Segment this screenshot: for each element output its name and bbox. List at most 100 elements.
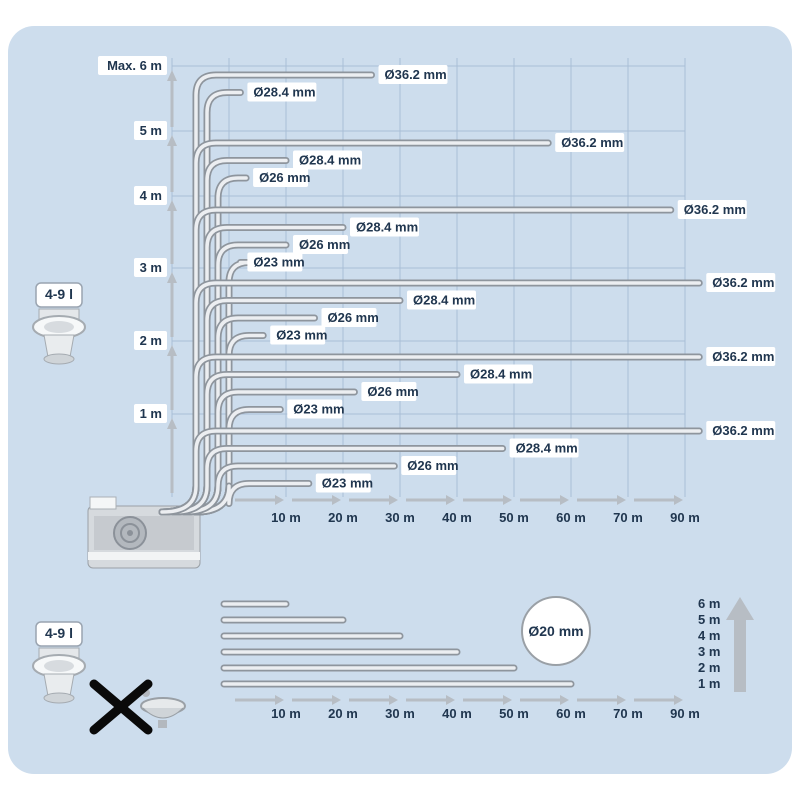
pipe-highlight xyxy=(182,464,397,514)
x-tick-label: 40 m xyxy=(442,706,472,721)
distance-right-arrow-head xyxy=(446,495,455,505)
y-tick-label: 1 m xyxy=(140,406,162,421)
label-chip xyxy=(706,347,776,366)
label-chip xyxy=(378,65,448,84)
cross-out-mark xyxy=(89,679,153,735)
label-chip xyxy=(315,473,371,493)
distance-right-arrow-head xyxy=(674,695,683,705)
distance-right-arrow-head xyxy=(503,495,512,505)
height-label-right: 6 m xyxy=(698,596,720,611)
sink-drain xyxy=(158,720,167,728)
lift-up-arrow-head xyxy=(167,70,177,81)
pump-vent-ring xyxy=(120,523,140,543)
label-chip xyxy=(98,56,167,75)
x-tick-label: 60 m xyxy=(556,510,586,525)
y-tick-label: 4 m xyxy=(140,188,162,203)
x-tick-label: 10 m xyxy=(271,706,301,721)
distance-right-arrow-head xyxy=(332,695,341,705)
label-chip xyxy=(677,200,747,219)
x-tick-label: 50 m xyxy=(499,510,529,525)
distance-right-arrow-head xyxy=(275,695,284,705)
y-tick-label: 5 m xyxy=(140,123,162,138)
height-label-right: 5 m xyxy=(698,612,720,627)
label-chip xyxy=(706,421,776,440)
pipe-diameter-label: Ø36.2 mm xyxy=(712,275,774,290)
pipe-highlight xyxy=(171,446,505,514)
distance-right-arrow-head xyxy=(332,495,341,505)
big-up-arrow-head xyxy=(726,597,754,620)
label-chip xyxy=(134,404,167,423)
y-tick-label: 3 m xyxy=(140,260,162,275)
macerator-pump xyxy=(87,496,201,569)
x-tick-label: 70 m xyxy=(613,510,643,525)
height-label-right: 1 m xyxy=(698,676,720,691)
pipe-diameter-label: Ø26 mm xyxy=(367,384,418,399)
x-tick-label: 10 m xyxy=(271,510,301,525)
lift-up-arrow-head xyxy=(167,345,177,356)
pipe-diameter-label: Ø26 mm xyxy=(328,310,379,325)
pipe-diameter-label: Ø26 mm xyxy=(299,237,350,252)
pipe-diameter-label: Ø23 mm xyxy=(253,255,304,270)
no-sink-symbol xyxy=(89,679,186,735)
x-tick-label: 30 m xyxy=(385,510,415,525)
x-tick-label: 70 m xyxy=(613,706,643,721)
label-chip xyxy=(407,290,476,310)
toilet-icon: 4-9 l xyxy=(32,621,86,704)
pump-inlet-box xyxy=(89,496,117,510)
toilet-icon: 4-9 l xyxy=(32,282,86,365)
pipe-diameter-label: Ø28.4 mm xyxy=(470,367,532,382)
circle-diameter-label: Ø20 mm xyxy=(528,623,583,639)
pipe-diameter-label: Ø23 mm xyxy=(322,476,373,491)
label-chip xyxy=(706,273,776,292)
label-chip xyxy=(293,150,362,170)
label-chip xyxy=(287,399,343,419)
pipe-diameter-label: Ø23 mm xyxy=(293,402,344,417)
lift-up-arrow-head xyxy=(167,135,177,146)
pipe-highlight xyxy=(193,481,311,514)
pipe-diameter-label: Ø28.4 mm xyxy=(356,220,418,235)
label-chip xyxy=(247,252,303,272)
toilet-foot xyxy=(43,692,75,704)
toilet-bowl xyxy=(44,660,74,672)
y-tick-label: 2 m xyxy=(140,333,162,348)
lift-up-arrow-head xyxy=(167,418,177,429)
x-tick-label: 90 m xyxy=(670,706,700,721)
wc-capacity-chip xyxy=(35,621,83,647)
distance-right-arrow-head xyxy=(389,495,398,505)
pipe-diameter-label: Ø28.4 mm xyxy=(253,85,315,100)
x-tick-label: 20 m xyxy=(328,706,358,721)
sink-bowl xyxy=(142,707,184,719)
label-chip xyxy=(361,382,417,401)
lift-up-arrow-head xyxy=(167,200,177,211)
wc-capacity-label: 4-9 l xyxy=(45,625,73,641)
pipe-diameter-label: Ø36.2 mm xyxy=(684,202,746,217)
x-tick-label: 40 m xyxy=(442,510,472,525)
distance-right-arrow-head xyxy=(503,695,512,705)
label-chip xyxy=(134,331,167,350)
distance-right-arrow-head xyxy=(674,495,683,505)
pump-stripe xyxy=(88,552,200,560)
label-chip xyxy=(134,121,167,140)
label-chip xyxy=(555,133,625,152)
x-tick-label: 20 m xyxy=(328,510,358,525)
height-label-right: 4 m xyxy=(698,628,720,643)
label-chip xyxy=(464,364,533,384)
label-chip xyxy=(401,456,457,475)
wc-capacity-label: 4-9 l xyxy=(45,286,73,302)
toilet-foot xyxy=(43,353,75,365)
label-chip xyxy=(293,235,348,254)
pipe-diameter-label: Ø36.2 mm xyxy=(712,349,774,364)
pipe-diameter-label: Ø28.4 mm xyxy=(299,153,361,168)
grid xyxy=(171,58,686,497)
pipe-diameter-label: Ø36.2 mm xyxy=(712,423,774,438)
diameter-circle xyxy=(521,596,591,666)
distance-right-arrow-head xyxy=(446,695,455,705)
pipe-diameter-label: Ø28.4 mm xyxy=(413,293,475,308)
pipe-diameter-label: Ø23 mm xyxy=(276,328,327,343)
label-chip xyxy=(134,258,167,277)
label-chip xyxy=(247,82,317,102)
distance-right-arrow-head xyxy=(560,695,569,705)
